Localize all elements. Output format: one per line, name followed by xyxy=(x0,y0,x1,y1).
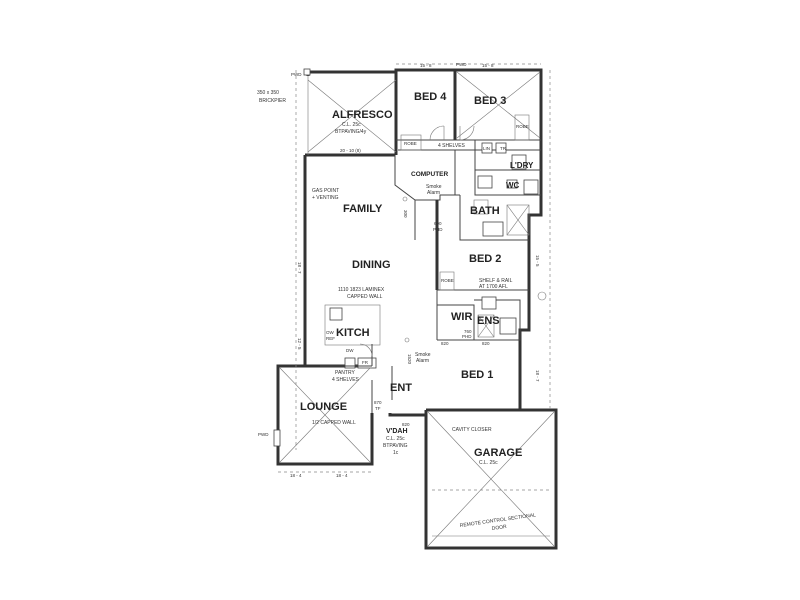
alfresco-outline xyxy=(303,68,397,155)
dim-760: 760 xyxy=(464,329,472,334)
outer-walls xyxy=(276,68,558,550)
dim-820-wir: 820 xyxy=(441,341,449,346)
note-lin: LIN xyxy=(483,146,490,151)
note-alfresco-cl: C.L. 25c xyxy=(342,122,361,128)
note-four-shelves: 4 SHELVES xyxy=(438,143,466,149)
dim-870: 870 xyxy=(374,400,382,405)
note-smoke-alarm-bottom-2: Alarm xyxy=(416,358,429,364)
dim-600: 600 xyxy=(434,221,442,226)
note-capped-wall: CAPPED WALL xyxy=(347,294,383,300)
note-dw: DW xyxy=(346,348,354,353)
dim-bottom-left: 18 - 4 xyxy=(290,473,302,478)
note-robe-bed4: ROBE xyxy=(404,141,417,146)
room-kitch: KITCH xyxy=(336,327,370,339)
note-cavity-closer: CAVITY CLOSER xyxy=(452,427,492,433)
note-pwd-bottom-left: PWD xyxy=(258,432,269,437)
note-smoke-alarm-top: Smoke xyxy=(426,184,442,190)
symbols xyxy=(402,196,547,343)
dim-top-right: 15 - 8 xyxy=(482,63,494,68)
room-computer: COMPUTER xyxy=(411,171,449,178)
room-ldry: L'DRY xyxy=(510,161,534,170)
note-gas-point: GAS POINT xyxy=(312,188,339,194)
dimension-lines xyxy=(278,63,551,473)
room-vdah: V'DAH xyxy=(386,428,408,435)
note-phd-ens: PHD xyxy=(462,334,472,339)
dim-300: 300 xyxy=(403,210,408,218)
note-lounge-capped: 1/2 CAPPED WALL xyxy=(312,420,356,426)
note-tf: TF xyxy=(375,406,381,411)
note-robe-bed3: ROBE xyxy=(516,124,529,129)
dim-left-upper: 18 - 7 xyxy=(297,262,302,274)
dim-family-top: 20 - 10 (8) xyxy=(340,148,361,153)
living-walls xyxy=(320,200,439,413)
note-brickpier: BRICKPIER xyxy=(259,98,286,104)
room-wir: WIR xyxy=(451,311,472,323)
note-ref: REF xyxy=(326,336,335,341)
note-vdah-cl: C.L. 25c xyxy=(386,436,405,442)
room-garage: GARAGE xyxy=(474,447,522,459)
note-brickpier-size: 350 x 350 xyxy=(257,90,279,96)
dimension-labels: 15 - 8 15 - 8 20 - 10 (8) 18 - 7 12 - 5 … xyxy=(290,63,540,478)
east-wing-walls xyxy=(436,195,530,341)
room-labels: ALFRESCO BED 4 BED 3 FAMILY DINING KITCH… xyxy=(300,91,534,459)
note-phd-bed2: PHD xyxy=(433,227,443,232)
room-bed-3: BED 3 xyxy=(474,95,506,107)
garage-lines xyxy=(427,411,555,547)
room-lounge: LOUNGE xyxy=(300,401,347,413)
note-trough: TR xyxy=(500,146,507,151)
note-shelf-rail-height: AT 1700 AFL xyxy=(479,284,508,290)
room-ent: ENT xyxy=(390,382,412,394)
dim-820-ens: 820 xyxy=(482,341,490,346)
room-bed-2: BED 2 xyxy=(469,253,501,265)
note-vdah-paving: BTPAVING xyxy=(383,443,408,449)
note-fr: FR xyxy=(362,360,369,365)
room-dining: DINING xyxy=(352,259,391,271)
room-ens: ENS xyxy=(477,315,500,327)
note-robe-bed2: ROBE xyxy=(441,278,454,283)
bedroom-block-walls xyxy=(396,70,541,151)
laundry-wc-block xyxy=(474,140,541,196)
computer-area xyxy=(394,150,460,201)
room-wc: WC xyxy=(506,181,520,190)
lounge-lines xyxy=(273,367,371,463)
room-bed-1: BED 1 xyxy=(461,369,493,381)
note-vdah-c: 1c xyxy=(393,450,399,456)
dim-right-lower: 18 - 7 xyxy=(535,370,540,382)
note-smoke-alarm-top-2: Alarm xyxy=(427,190,440,196)
room-family: FAMILY xyxy=(343,203,383,215)
note-pwd-top: PWD xyxy=(456,62,467,67)
note-shelf-rail: SHELF & RAIL xyxy=(479,278,513,284)
dim-bottom-mid: 18 - 4 xyxy=(336,473,348,478)
note-garage-cl: C.L. 25c xyxy=(479,460,498,466)
note-venting: + VENTING xyxy=(312,195,339,201)
plan-notes: C.L. 25c BTPAVING/4y 350 x 350 BRICKPIER… xyxy=(257,62,537,532)
note-pantry-shelves: 4 SHELVES xyxy=(332,377,360,383)
room-bath: BATH xyxy=(470,205,500,217)
note-alfresco-paving: BTPAVING/4y xyxy=(335,129,367,135)
note-remote-door-2: DOOR xyxy=(491,524,507,532)
dim-top-left: 15 - 8 xyxy=(420,63,432,68)
hws-symbol xyxy=(537,291,547,301)
note-pwd-left: PWD xyxy=(291,72,302,77)
room-bed-4: BED 4 xyxy=(414,91,447,103)
room-alfresco: ALFRESCO xyxy=(332,109,393,121)
note-pantry: PANTRY xyxy=(335,370,355,376)
dim-right-upper: 15 - 5 xyxy=(535,255,540,267)
note-ow: OW xyxy=(326,330,335,335)
note-laminex: 1110 1823 LAMINEX xyxy=(338,287,385,293)
dim-1520: 1520 xyxy=(407,354,412,365)
dim-820-vdah: 820 xyxy=(402,422,410,427)
note-smoke-alarm-bottom: Smoke xyxy=(415,352,431,358)
dim-left-mid: 12 - 5 xyxy=(297,338,302,350)
